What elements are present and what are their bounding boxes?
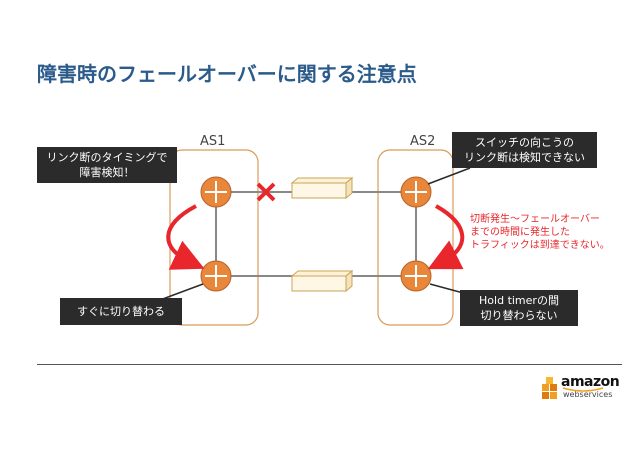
note-line: までの時間に発生した [470,227,570,238]
as1-boundary [169,149,259,326]
note-line: 切断発生～フェールオーバー [470,214,600,225]
traffic-loss-note: 切断発生～フェールオーバー までの時間に発生した トラフィックは到達できない。 [470,213,610,252]
aws-logo: amazon webservices [541,374,620,404]
router-as1-top [200,176,232,208]
callout-pointer-bottom-left [159,283,204,301]
footer-divider [37,364,622,365]
aws-cubes-icon [542,377,557,399]
callout-line: 切り替わらない [480,309,558,322]
router-as2-bottom [400,260,432,292]
callout-line: リンク断は検知できない [464,151,585,164]
callout-line: 障害検知！ [79,166,135,179]
callout-line: すぐに切り替わる [77,305,165,318]
callout-line: Hold timerの間 [479,294,559,307]
switch-bottom [290,269,354,293]
callout-pointer-top-right [427,167,471,185]
page-title: 障害時のフェールオーバーに関する注意点 [37,62,417,86]
as2-label: AS2 [410,134,436,149]
router-as1-bottom [200,260,232,292]
callout-line: スイッチの向こうの [475,136,574,149]
aws-smile-icon [562,387,604,392]
router-as2-top [400,176,432,208]
note-line: トラフィックは到達できない。 [470,240,610,251]
as2-boundary [377,149,454,326]
as1-label: AS1 [200,134,226,149]
callout-hold-timer: Hold timerの間 切り替わらない [460,290,578,326]
callout-detect-link-failure: リンク断のタイミングで 障害検知！ [37,147,177,183]
callout-cannot-detect: スイッチの向こうの リンク断は検知できない [452,132,597,168]
aws-logo-sub: webservices [563,390,613,399]
callout-immediate-switch: すぐに切り替わる [60,298,182,325]
callout-line: リンク断のタイミングで [46,151,168,164]
aws-logo-word: amazon [561,374,620,390]
switch-top [290,176,354,200]
failover-arrow-as2 [427,204,465,270]
link-failure-icon [256,182,276,202]
failover-arrow-as1 [166,204,205,270]
